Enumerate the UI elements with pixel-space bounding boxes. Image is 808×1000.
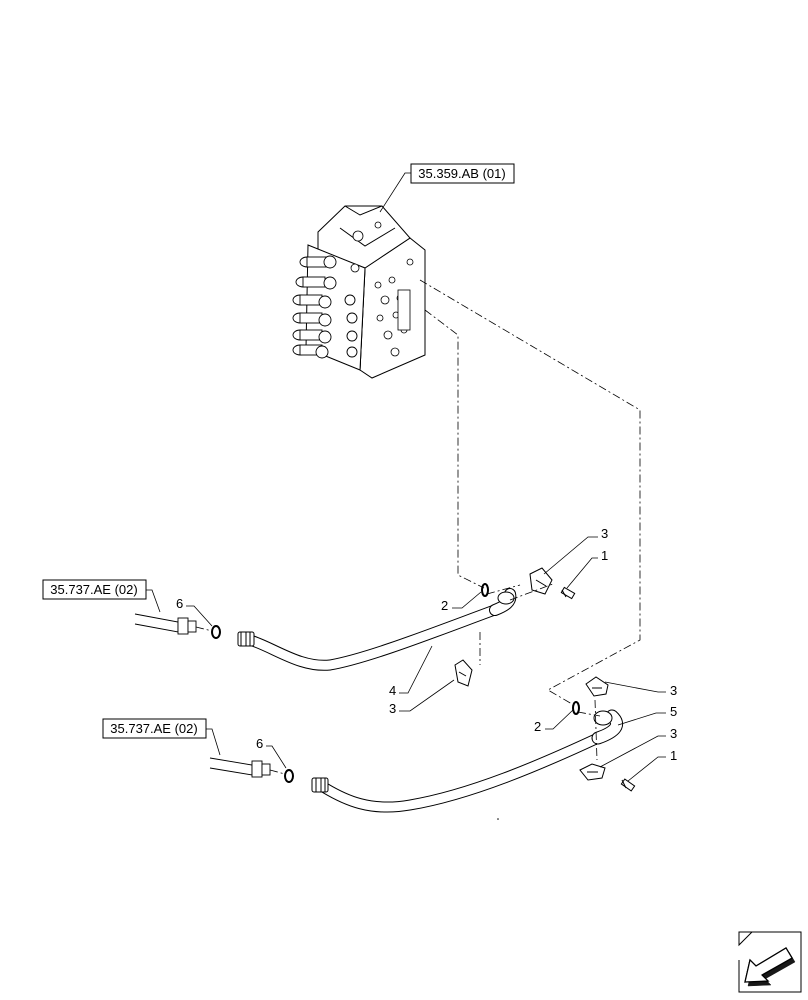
callout-upper-lower-clamp-3: 3 — [389, 701, 396, 716]
callout-upper-oring-6: 6 — [176, 596, 183, 611]
control-valve-assembly — [292, 205, 426, 379]
ref-valve-label: 35.359.AB (01) — [418, 166, 505, 181]
lower-oring-2 — [572, 701, 580, 715]
callout-upper-oring-2: 2 — [441, 598, 448, 613]
callouts: 3 1 2 6 4 3 3 2 5 3 1 6 — [176, 526, 677, 782]
lower-hose-assembly — [209, 676, 636, 813]
lower-clamp-bottom — [579, 763, 606, 781]
callout-lower-bolt-1: 1 — [670, 748, 677, 763]
callout-lower-oring-6: 6 — [256, 736, 263, 751]
lower-oring-6 — [284, 769, 294, 783]
upper-clamp-top — [529, 567, 553, 595]
assembly-lines — [195, 279, 641, 775]
callout-upper-clamp-3: 3 — [601, 526, 608, 541]
upper-clamp-bottom — [454, 659, 473, 687]
callout-upper-hose-4: 4 — [389, 683, 396, 698]
lower-clamp-top — [585, 676, 609, 697]
lower-hose-fitting — [311, 777, 329, 793]
ref-lower-hose-label: 35.737.AE (02) — [110, 721, 197, 736]
callout-lower-clamp-bottom-3: 3 — [670, 726, 677, 741]
callout-lower-tube-5: 5 — [670, 704, 677, 719]
ref-upper-hose-label: 35.737.AE (02) — [50, 582, 137, 597]
upper-adapter — [134, 613, 197, 635]
ref-box-upper-hose[interactable]: 35.737.AE (02) — [42, 579, 161, 613]
callout-lower-clamp-top-3: 3 — [670, 683, 677, 698]
ref-box-lower-hose[interactable]: 35.737.AE (02) — [102, 718, 221, 756]
lower-bolt-1 — [620, 778, 636, 792]
upper-hose-fitting — [237, 631, 255, 647]
upper-bolt-1 — [560, 586, 576, 600]
callout-lower-oring-2: 2 — [534, 719, 541, 734]
callout-upper-bolt-1: 1 — [601, 548, 608, 563]
lower-adapter — [209, 757, 271, 778]
upper-oring-6 — [211, 625, 221, 639]
arrow-left-down-icon[interactable] — [738, 931, 802, 993]
upper-hose-assembly — [134, 567, 576, 687]
ref-box-valve[interactable]: 35.359.AB (01) — [379, 163, 515, 213]
upper-oring-2 — [481, 583, 489, 597]
stray-dot — [497, 818, 499, 820]
